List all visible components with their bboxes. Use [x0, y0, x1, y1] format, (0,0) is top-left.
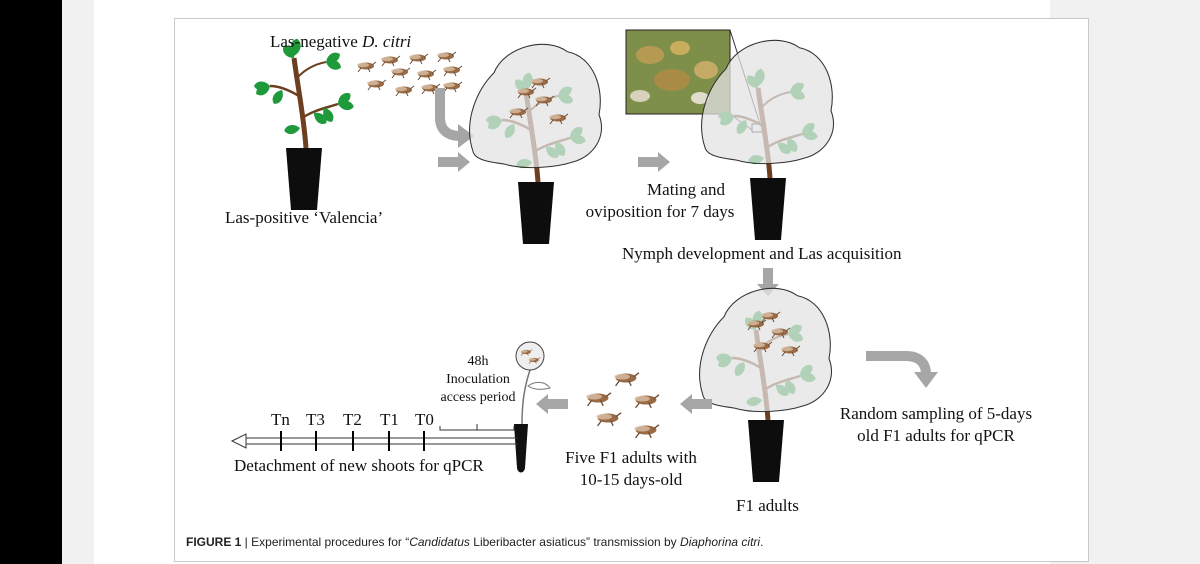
f1-adults-label: F1 adults: [736, 496, 799, 515]
las-negative-label: Las-negative D. citri: [270, 32, 412, 51]
timeline-label-t1: T1: [380, 410, 399, 429]
las-positive-plant: [254, 38, 355, 210]
dcitri-cluster: [356, 51, 463, 97]
mating-label-1: Mating and: [647, 180, 725, 199]
five-f1-label-2: 10-15 days-old: [579, 470, 683, 489]
timeline: [230, 431, 518, 451]
arrow-left-2: [536, 394, 568, 414]
shoot-tube: [514, 341, 551, 473]
netted-plant-4: [699, 287, 833, 482]
left-black-bar: [0, 0, 62, 564]
left-gutter: [62, 0, 94, 564]
arrow-to-plant2: [438, 152, 470, 172]
caption-figure-label: FIGURE 1: [186, 535, 242, 549]
mating-label-2: oviposition for 7 days: [585, 202, 735, 221]
curved-arrow-2: [866, 351, 938, 388]
nymph-development-label: Nymph development and Las acquisition: [622, 244, 902, 263]
five-f1-label-1: Five F1 adults with: [565, 448, 697, 467]
timeline-label-t3: T3: [306, 410, 325, 429]
figure-caption: FIGURE 1 | Experimental procedures for “…: [186, 535, 764, 549]
timeline-label-t2: T2: [343, 410, 362, 429]
random-sampling-label-2: old F1 adults for qPCR: [857, 426, 1015, 445]
curved-arrow-1: [435, 88, 474, 148]
arrow-to-plant3: [638, 152, 670, 172]
right-scroll-bar[interactable]: [1166, 0, 1200, 564]
iap-label-1: 48h: [467, 354, 489, 369]
detachment-label: Detachment of new shoots for qPCR: [234, 456, 484, 475]
iap-label-2: Inoculation: [446, 372, 510, 387]
five-f1-adults: [585, 372, 660, 439]
las-positive-label: Las-positive ‘Valencia’: [225, 208, 384, 227]
random-sampling-label-1: Random sampling of 5-days: [839, 404, 1033, 423]
timeline-label-t0: T0: [415, 410, 434, 429]
timeline-label-tn: Tn: [271, 410, 290, 429]
iap-label-3: access period: [440, 390, 516, 405]
